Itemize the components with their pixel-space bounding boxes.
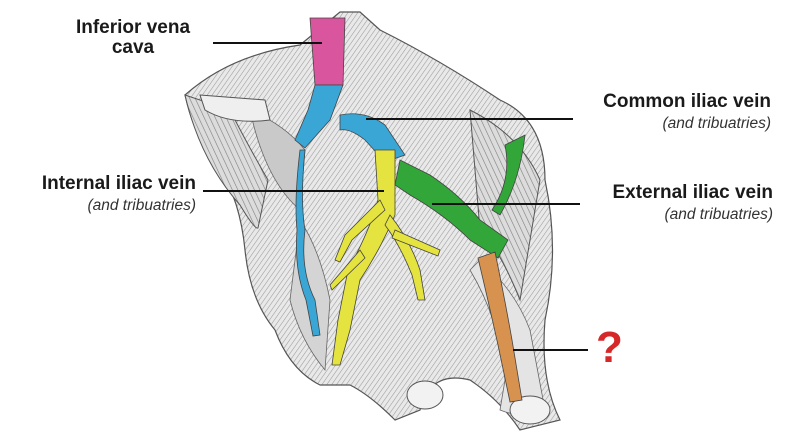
ivc-segment (309, 17, 346, 86)
unknown-vein-vessel (477, 251, 523, 403)
common-iliac-subtitle: (and tribuatries) (662, 114, 771, 132)
ivc-vessel (309, 17, 346, 86)
ivc-label: Inferior vena cava (62, 18, 204, 58)
external-iliac-label: External iliac vein (and tribuatries) (583, 183, 773, 223)
internal-iliac-title: Internal iliac vein (41, 173, 196, 194)
unknown-vein-question-mark: ? (596, 323, 623, 372)
internal-iliac-subtitle: (and tribuatries) (87, 196, 196, 214)
external-iliac-subtitle: (and tribuatries) (664, 205, 773, 223)
ivc-label-line2: cava (111, 36, 155, 58)
leader-lines (203, 42, 588, 351)
ivc-label-line1: Inferior vena (75, 17, 191, 38)
internal-iliac-vessel (329, 149, 441, 366)
internal-iliac-label: Internal iliac vein (and tribuatries) (10, 174, 196, 214)
external-iliac-vessel (394, 134, 526, 259)
blue-tributaries (295, 149, 321, 337)
common-iliac-label: Common iliac vein (and tribuatries) (577, 92, 771, 132)
external-iliac-title: External iliac vein (612, 182, 773, 203)
common-iliac-title: Common iliac vein (603, 91, 771, 112)
